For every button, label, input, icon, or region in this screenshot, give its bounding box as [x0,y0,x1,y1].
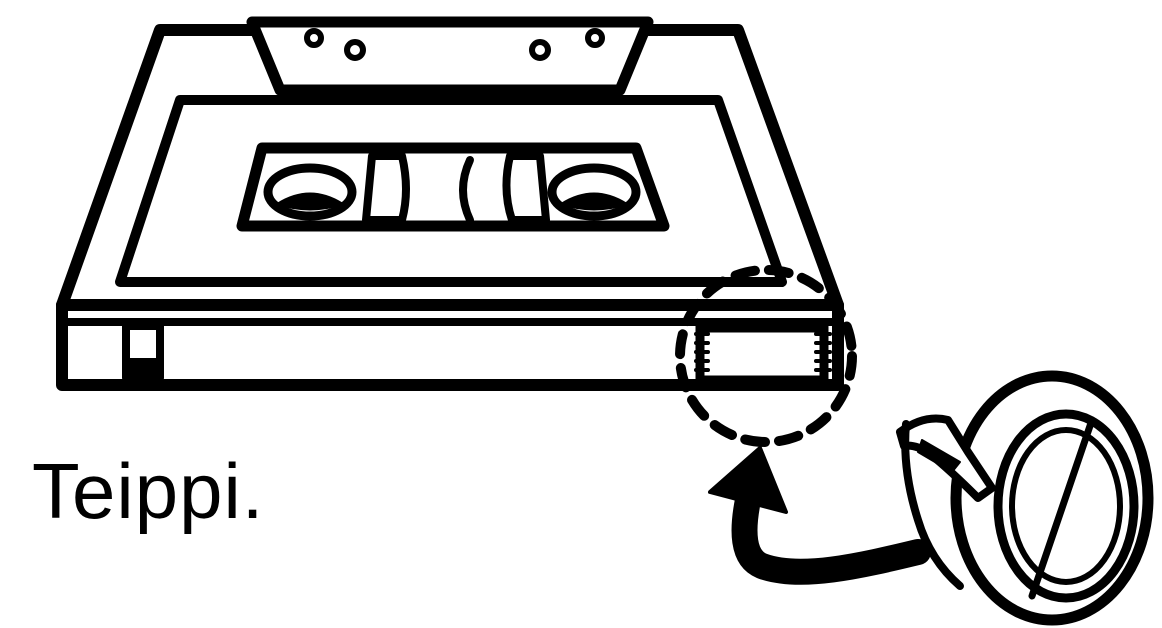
tab-hole-3 [532,42,548,58]
tape-patch [700,328,824,380]
tape-strip-left [366,156,406,220]
tab-hole-1 [307,31,321,45]
tab-hole-4 [588,31,602,45]
arrow-shaft [745,500,918,572]
tape-roll [900,376,1148,620]
arrow-head [710,448,786,512]
tab-hole-2 [347,42,363,58]
tape-strip-right [506,156,546,220]
front-left-notch-fill [130,358,156,376]
arrow [710,448,918,572]
caption-text: Teippi. [32,452,264,530]
